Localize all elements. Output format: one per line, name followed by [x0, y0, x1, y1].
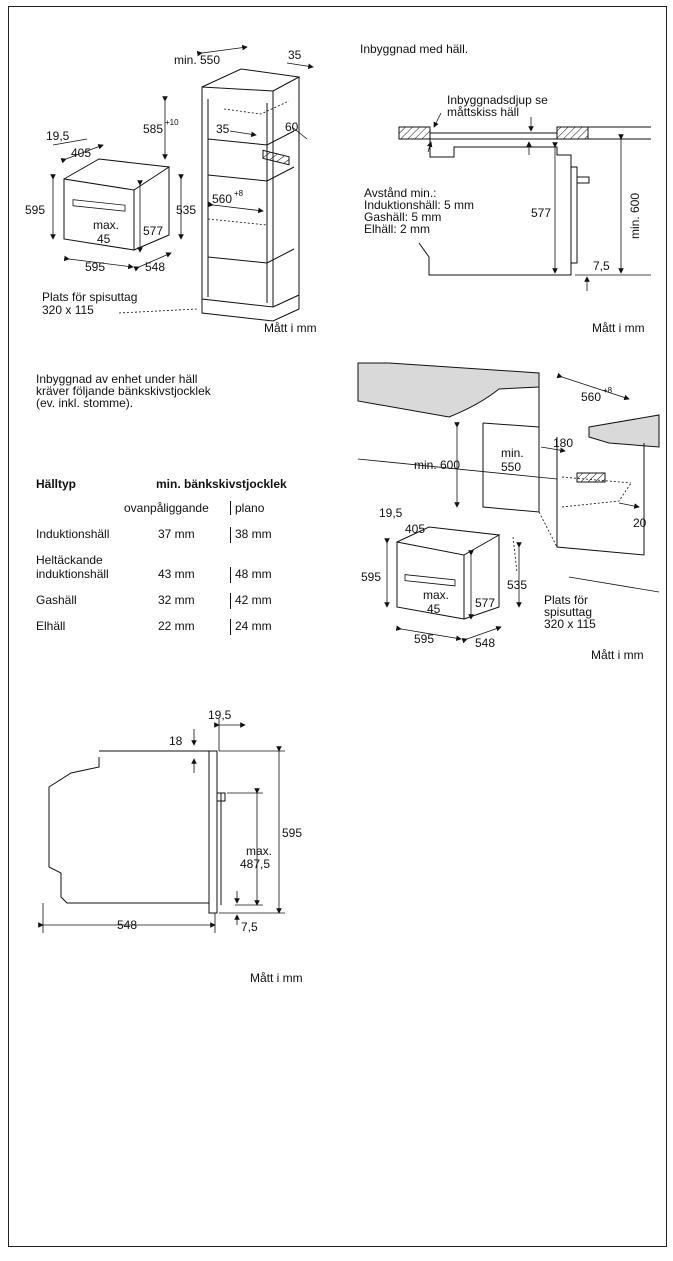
dim-405: 405: [71, 146, 91, 160]
uc-dim-min600: min. 600: [414, 458, 460, 472]
dim-585-tolerance: +10: [165, 118, 179, 127]
dim-577: 577: [143, 224, 163, 238]
row-type-line1: Heltäckande: [36, 553, 103, 567]
row-flush: 24 mm: [230, 619, 295, 635]
row-type: Gashäll: [36, 593, 77, 607]
dim-595-height: 595: [25, 203, 45, 217]
uc-dim-560: 560: [581, 390, 601, 404]
dim-548: 548: [145, 260, 165, 274]
dim-585: 585: [143, 122, 163, 136]
subheader-flush: plano: [230, 501, 264, 515]
table-header: Hälltyp min. bänkskivstjocklek: [36, 477, 326, 491]
units-note-side: Mått i mm: [250, 971, 303, 985]
side-dim-18: 18: [169, 734, 183, 748]
row-overlay: 22 mm: [158, 619, 195, 633]
distance-gas: Gashäll: 5 mm: [364, 210, 441, 224]
row-type: Induktionshäll: [36, 527, 110, 541]
worktop-note-line2: kräver följande bänkskivstjocklek: [36, 384, 211, 398]
uc-dim-535: 535: [507, 578, 527, 592]
dim-535: 535: [176, 203, 196, 217]
side-dim-487-5: 487,5: [240, 857, 270, 871]
dim-19-5: 19,5: [46, 129, 70, 143]
row-overlay: 37 mm: [158, 527, 195, 541]
worktop-note: Inbyggnad av enhet under häll kräver föl…: [36, 373, 276, 409]
uc-dim-19-5: 19,5: [379, 506, 403, 520]
dim-60: 60: [285, 120, 299, 134]
uc-dim-min550-value: 550: [501, 460, 521, 474]
distance-induction: Induktionshäll: 5 mm: [364, 198, 474, 212]
uc-dim-548: 548: [475, 636, 495, 650]
uc-dim-20: 20: [633, 516, 647, 530]
side-dim-595: 595: [282, 826, 302, 840]
under-counter-drawing: [357, 362, 660, 644]
row-flush: 42 mm: [230, 593, 295, 609]
dim-35-mid: 35: [216, 122, 230, 136]
uc-dim-180: 180: [553, 436, 573, 450]
uc-socket-line2: spisuttag: [544, 605, 592, 619]
units-note-hob: Mått i mm: [592, 321, 645, 335]
installation-drawings: min. 550 35 585 +10 35 60 560 +8 19,5 40…: [25, 42, 660, 985]
side-dim-max-label: max.: [246, 844, 272, 858]
hob-dim-min600: min. 600: [628, 193, 642, 239]
side-view-drawing: [38, 719, 285, 933]
worktop-thickness-table: Hälltyp min. bänkskivstjocklek ovanpålig…: [36, 477, 326, 635]
installation-sheet: min. 550 35 585 +10 35 60 560 +8 19,5 40…: [8, 6, 667, 1247]
distance-electric: Elhäll: 2 mm: [364, 222, 430, 236]
table-row: Heltäckande induktionshäll 43 mm 48 mm: [36, 543, 326, 583]
dim-min550: min. 550: [174, 53, 220, 67]
uc-dim-595-width: 595: [414, 632, 434, 646]
uc-socket-line1: Plats för: [544, 593, 588, 607]
header-hob-type: Hälltyp: [36, 477, 77, 491]
dim-max45-value: 45: [97, 232, 111, 246]
table-row: Elhäll 22 mm 24 mm: [36, 609, 326, 635]
header-thickness: min. bänkskivstjocklek: [156, 477, 287, 491]
row-type: Heltäckande induktionshäll: [36, 553, 158, 583]
hob-section-title: Inbyggnad med häll.: [360, 42, 468, 56]
dim-35-top: 35: [288, 48, 302, 62]
hob-dim-577: 577: [531, 206, 551, 220]
row-flush: 38 mm: [230, 527, 295, 543]
worktop-note-line3: (ev. inkl. stomme).: [36, 396, 134, 410]
dim-max45-label: max.: [93, 218, 119, 232]
uc-dim-min550-label: min.: [501, 446, 524, 460]
socket-label-line2: 320 x 115: [42, 303, 94, 317]
side-dim-7-5: 7,5: [241, 920, 258, 934]
socket-label-line1: Plats för spisuttag: [42, 290, 137, 304]
row-flush: 48 mm: [230, 567, 295, 583]
hob-section-drawing: [398, 112, 651, 291]
tall-cabinet-drawing: [50, 44, 314, 322]
distance-title: Avstånd min.:: [364, 186, 436, 200]
row-type: Elhäll: [36, 619, 66, 633]
uc-dim-560-tolerance: +8: [603, 386, 613, 395]
side-dim-548: 548: [117, 918, 137, 932]
dim-595-width: 595: [85, 260, 105, 274]
units-note-under-counter: Mått i mm: [591, 648, 644, 662]
worktop-note-line1: Inbyggnad av enhet under häll: [36, 372, 198, 386]
hob-depth-note-1: Inbyggnadsdjup se: [447, 93, 548, 107]
hob-dim-7-5: 7,5: [593, 259, 610, 273]
row-overlay: 43 mm: [158, 567, 195, 581]
table-row: Induktionshäll 37 mm 38 mm: [36, 521, 326, 543]
dim-560-tolerance: +8: [234, 189, 244, 198]
table-row: Gashäll 32 mm 42 mm: [36, 583, 326, 609]
units-note-tall: Mått i mm: [264, 321, 317, 335]
hob-depth-note-2: måttskiss häll: [447, 105, 519, 119]
uc-socket-line3: 320 x 115: [544, 617, 596, 631]
table-subheader: ovanpåliggande plano: [36, 501, 326, 515]
row-overlay: 32 mm: [158, 593, 195, 607]
dim-560: 560: [212, 192, 232, 206]
uc-dim-max45-label: max.: [423, 588, 449, 602]
uc-dim-405: 405: [405, 522, 425, 536]
uc-dim-max45-value: 45: [427, 602, 441, 616]
uc-dim-595-height: 595: [361, 570, 381, 584]
side-dim-19-5: 19,5: [208, 708, 232, 722]
uc-dim-577: 577: [475, 596, 495, 610]
subheader-overlay: ovanpåliggande: [124, 501, 209, 515]
row-type-line2: induktionshäll: [36, 567, 109, 581]
